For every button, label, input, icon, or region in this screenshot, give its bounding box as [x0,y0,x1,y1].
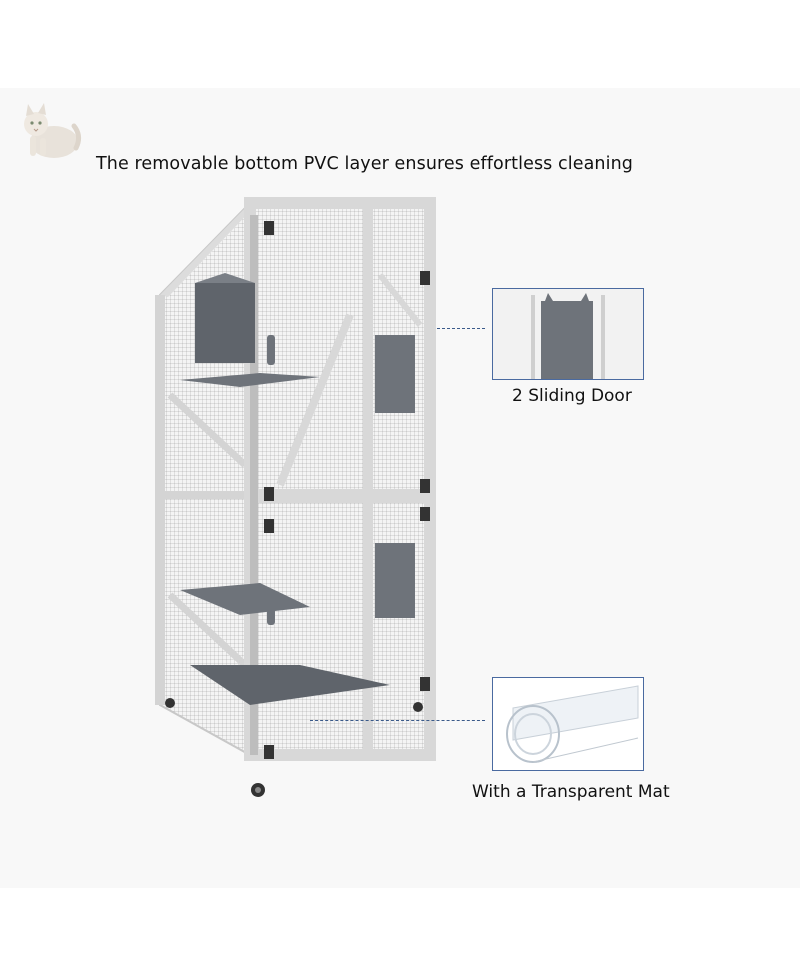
callout-line-sliding-door [437,328,485,329]
sliding-door-thumbnail [492,288,644,380]
catio-cage-illustration [155,197,436,797]
sliding-door-icon [493,289,643,379]
headline: The removable bottom PVC layer ensures e… [96,154,633,174]
transparent-mat-thumbnail [492,677,644,771]
transparent-mat-icon [493,678,643,770]
feature-label-transparent-mat: With a Transparent Mat [472,782,670,802]
feature-label-sliding-door: 2 Sliding Door [512,386,632,406]
cat-icon [24,103,82,158]
callout-line-mat [310,720,485,721]
